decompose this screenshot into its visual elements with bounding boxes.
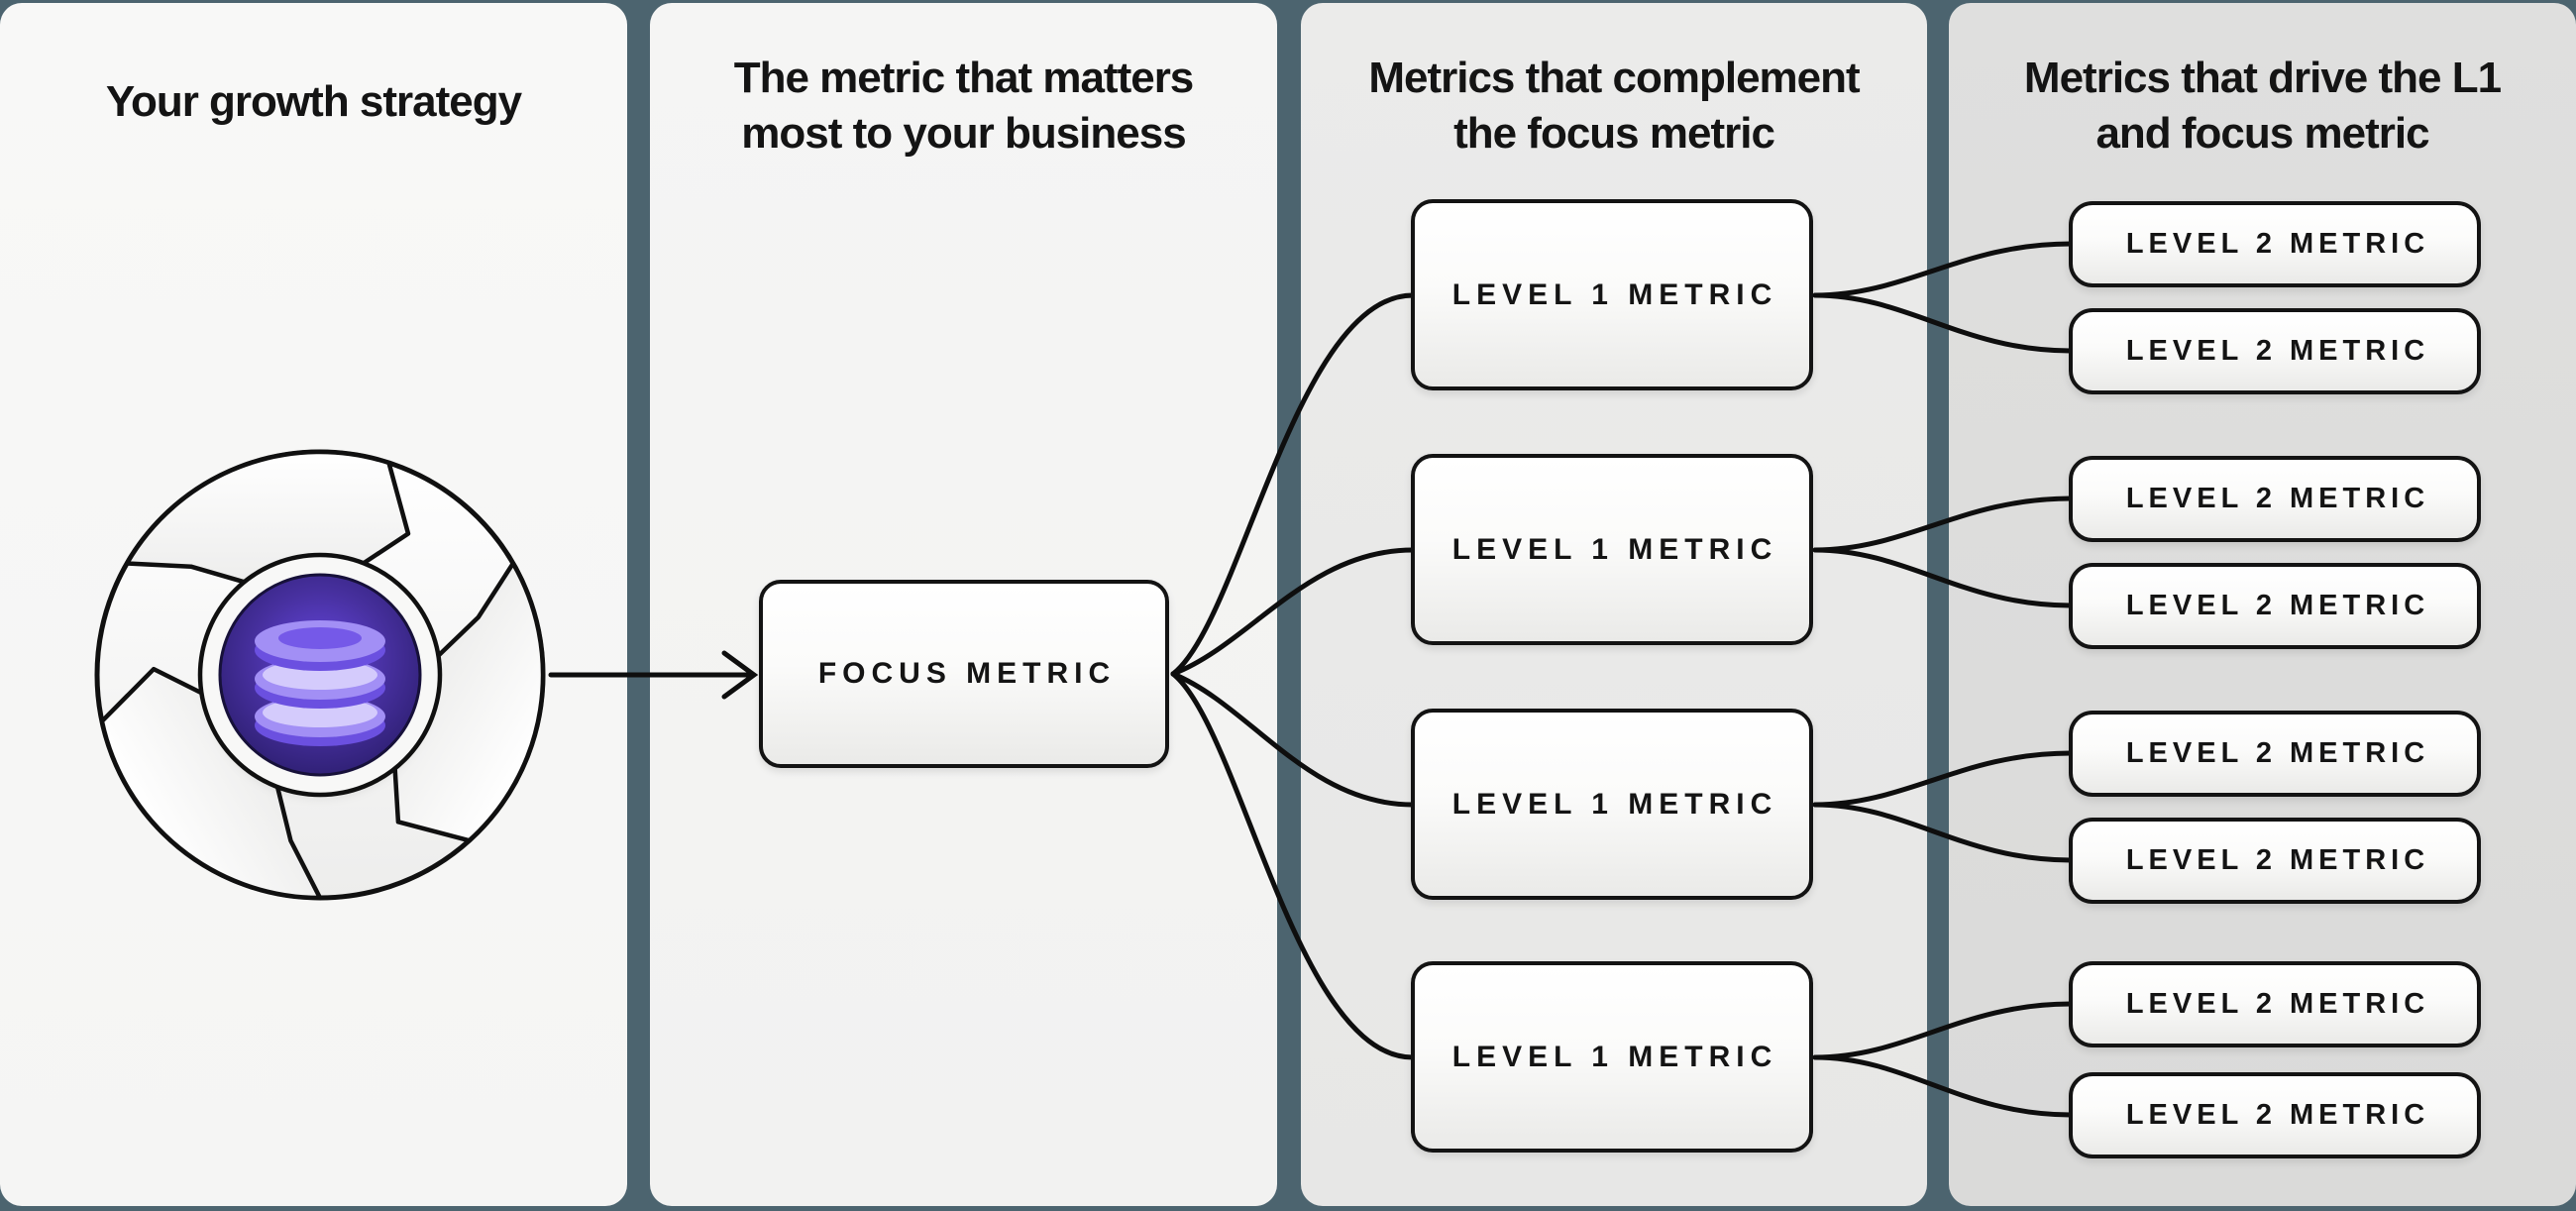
panel-title-focus-metric: The metric that matters most to your bus… xyxy=(733,54,1195,158)
level2-metric-node: LEVEL 2 METRIC xyxy=(2069,818,2481,904)
database-stack-icon xyxy=(255,620,385,746)
level1-metric-node: LEVEL 1 METRIC xyxy=(1411,454,1813,645)
panel-title-level2-metrics: Metrics that drive the L1 and focus metr… xyxy=(2023,54,2502,158)
level2-metric-node: LEVEL 2 METRIC xyxy=(2069,308,2481,394)
level2-metric-node: LEVEL 2 METRIC xyxy=(2069,961,2481,1047)
level2-metric-node: LEVEL 2 METRIC xyxy=(2069,563,2481,649)
level1-metric-node: LEVEL 1 METRIC xyxy=(1411,199,1813,390)
growth-flywheel-icon xyxy=(94,449,546,901)
level2-metric-node: LEVEL 2 METRIC xyxy=(2069,1072,2481,1158)
flywheel-blades xyxy=(99,449,546,901)
panel-title-level1-metrics: Metrics that complement the focus metric xyxy=(1368,54,1860,158)
level1-metric-node: LEVEL 1 METRIC xyxy=(1411,709,1813,900)
panel-title-growth-strategy: Your growth strategy xyxy=(105,77,522,126)
level2-metric-node: LEVEL 2 METRIC xyxy=(2069,201,2481,287)
level1-metric-node: LEVEL 1 METRIC xyxy=(1411,961,1813,1153)
level2-metric-node: LEVEL 2 METRIC xyxy=(2069,456,2481,542)
level2-metric-node: LEVEL 2 METRIC xyxy=(2069,711,2481,797)
focus-metric-node: FOCUS METRIC xyxy=(759,580,1169,768)
